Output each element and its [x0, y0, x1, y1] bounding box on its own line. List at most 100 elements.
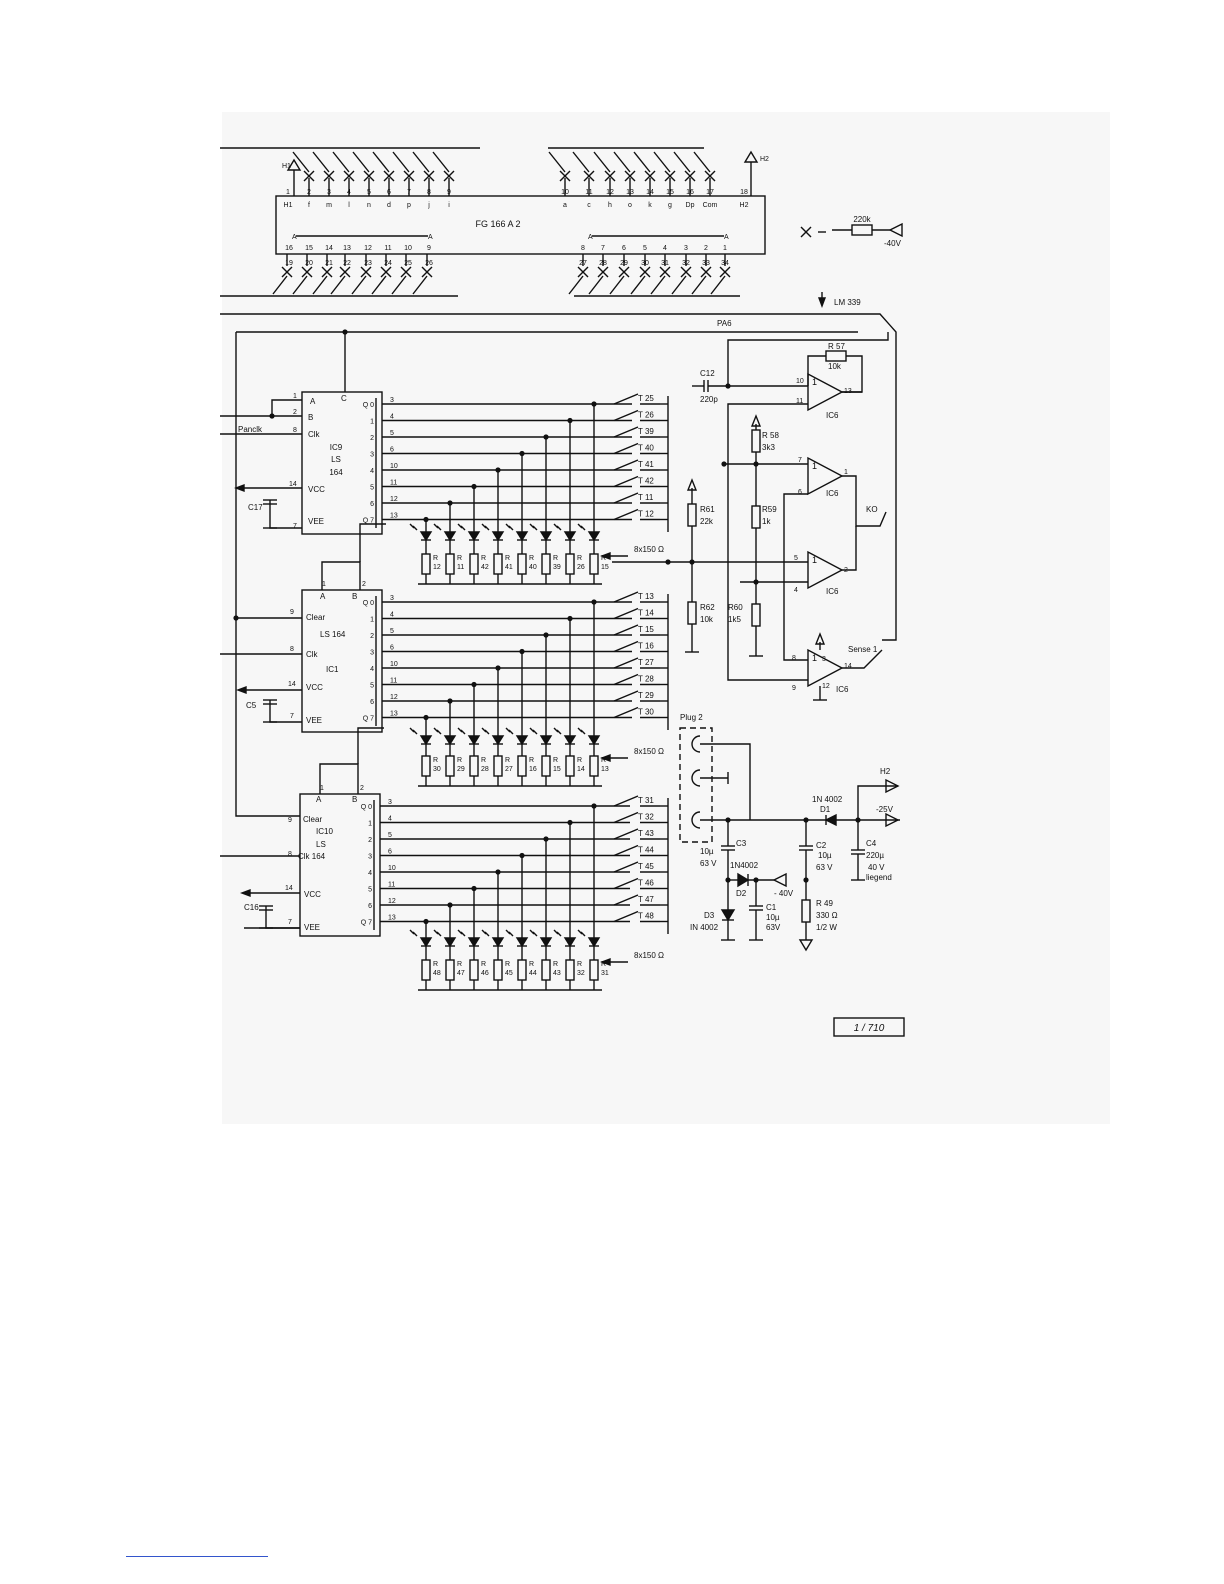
- segment-label: H2: [740, 202, 749, 209]
- led-ray: [580, 729, 586, 735]
- r61: [687, 503, 697, 527]
- wire: [727, 403, 808, 681]
- cross-mark: [421, 266, 433, 278]
- bus-entry: [572, 151, 590, 173]
- r59-value: 1k: [762, 517, 771, 526]
- grid-a-label: A: [724, 234, 729, 241]
- bus-entry: [392, 151, 410, 173]
- arrow-left-icon: [600, 551, 611, 561]
- bus-entry: [432, 151, 450, 173]
- pa6-label: PA6: [717, 319, 732, 328]
- resistor-prefix: R: [505, 961, 510, 968]
- switch-label: T 14: [638, 609, 654, 618]
- junction-dot: [725, 383, 731, 389]
- junction-dot: [725, 817, 731, 823]
- r62-value: 10k: [700, 615, 714, 624]
- resistor-prefix: R: [457, 961, 462, 968]
- bus-entry: [691, 275, 707, 295]
- switch-blade: [613, 624, 639, 636]
- pin-number: 8: [427, 189, 431, 196]
- pin-number: 21: [325, 260, 333, 267]
- q-label: 1: [368, 821, 372, 828]
- led-ray: [532, 931, 538, 937]
- resistor-prefix: R: [457, 757, 462, 764]
- d2-name: D2: [736, 889, 747, 898]
- cross-mark: [303, 170, 315, 182]
- cross-mark: [583, 170, 595, 182]
- resistor-prefix: R: [601, 757, 606, 764]
- switch-blade: [613, 795, 639, 807]
- led-ray: [484, 525, 490, 531]
- r61-value: 22k: [700, 517, 714, 526]
- resistor-prefix: R: [457, 555, 462, 562]
- pin-number: 8: [293, 427, 297, 434]
- pin-label: B: [308, 413, 313, 422]
- switch-blade: [613, 426, 639, 438]
- junction-dot: [803, 817, 809, 823]
- segment-label: k: [648, 202, 652, 209]
- resistor-prefix: R: [553, 961, 558, 968]
- cross-mark: [321, 266, 333, 278]
- led-ray: [436, 729, 442, 735]
- pin-number: 2: [844, 567, 848, 574]
- c1-value2: 63V: [766, 923, 781, 932]
- arrow-left-icon: [600, 753, 611, 763]
- bus-entry: [653, 151, 671, 173]
- switch-blade: [613, 442, 639, 455]
- segment-label: H1: [284, 202, 293, 209]
- q-pin: 4: [388, 816, 392, 823]
- segment-label: Dp: [686, 202, 695, 209]
- pin-number: 1: [293, 393, 297, 400]
- resistor: [421, 553, 431, 575]
- grid-number: 10: [404, 245, 412, 252]
- ic9-chip: [301, 391, 383, 535]
- resistor-number: 47: [457, 970, 465, 977]
- resistor-number: 13: [601, 766, 609, 773]
- switch-label: T 48: [638, 912, 654, 921]
- switch-label: T 12: [638, 510, 654, 519]
- legend-resistor: [851, 224, 873, 236]
- switch-blade: [613, 475, 639, 488]
- resistor-number: 28: [481, 766, 489, 773]
- switch-blade: [613, 607, 639, 620]
- d3-value: IN 4002: [690, 923, 719, 932]
- resistor-prefix: R: [577, 555, 582, 562]
- chip-number: Clk 164: [298, 852, 326, 861]
- comparator-4: [807, 648, 844, 688]
- ic6-label: IC6: [826, 411, 839, 420]
- led-icon: [515, 735, 529, 746]
- led-ray: [553, 523, 559, 529]
- pin-number: 13: [626, 189, 634, 196]
- resistor-number: 46: [481, 970, 489, 977]
- junction-dot: [567, 819, 573, 826]
- resistor-number: 44: [529, 970, 537, 977]
- bus-entry: [292, 151, 310, 173]
- led-ray: [505, 929, 511, 935]
- segment-label: d: [387, 202, 391, 209]
- cross-mark: [281, 266, 293, 278]
- segment-label: j: [427, 202, 430, 209]
- wire: [842, 475, 887, 527]
- junction-dot: [471, 483, 477, 490]
- pin-number: 10: [796, 378, 804, 385]
- resistor: [517, 755, 527, 777]
- pin-number: 7: [407, 189, 411, 196]
- bus-entry: [593, 151, 611, 173]
- r49-value2: 1/2 W: [816, 923, 837, 932]
- bus-entry: [673, 151, 691, 173]
- led-ray: [580, 525, 586, 531]
- c4-label: C4: [866, 839, 877, 848]
- q-label: 2: [370, 435, 374, 442]
- pin-label: A: [320, 592, 326, 601]
- cross-mark: [664, 170, 676, 182]
- q-pin: 3: [388, 799, 392, 806]
- switch-label: T 16: [638, 642, 654, 651]
- arrow-up-icon: [686, 478, 698, 491]
- led-ray: [433, 929, 439, 935]
- terminal-triangle-icon: [743, 150, 759, 163]
- comparator-1: [807, 372, 844, 412]
- segment-label: f: [308, 202, 310, 209]
- wire: [700, 743, 751, 820]
- junction-dot: [447, 500, 453, 506]
- q-label: 2: [370, 633, 374, 640]
